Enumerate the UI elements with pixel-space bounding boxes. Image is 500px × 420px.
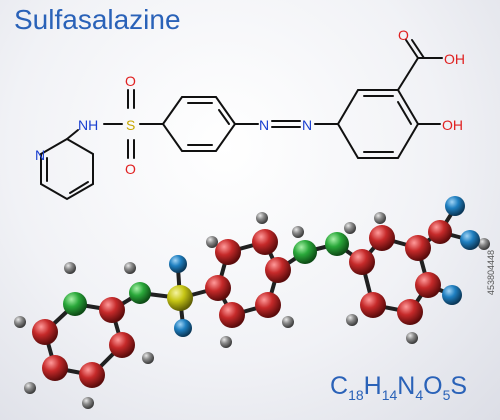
atom-label-azo-n1: N [259,117,269,133]
atom-label-o-carbonyl: O [398,27,409,43]
atom-label-azo-n2: N [302,117,312,133]
sulfur-atom [167,285,193,311]
atom-label-pyridine-n: N [35,147,45,163]
carbon-atoms [32,220,452,388]
atom-label-o-top: O [125,73,136,89]
atom-label-o-bottom: O [125,161,136,177]
pyridine-ring [40,138,94,201]
atom-label-nh: NH [78,117,98,133]
hydrogen-atoms [14,212,490,409]
molecular-formula: C18H14N4O5S [330,372,468,403]
atom-label-s: S [126,117,135,133]
atom-label-oh-phenol: OH [442,117,463,133]
atom-label-oh-acid: OH [444,51,465,67]
oxygen-atoms [169,196,480,337]
nitrogen-atoms [63,232,349,316]
page-title: Sulfasalazine [14,4,181,35]
watermark-id: 453804448 [486,250,496,296]
